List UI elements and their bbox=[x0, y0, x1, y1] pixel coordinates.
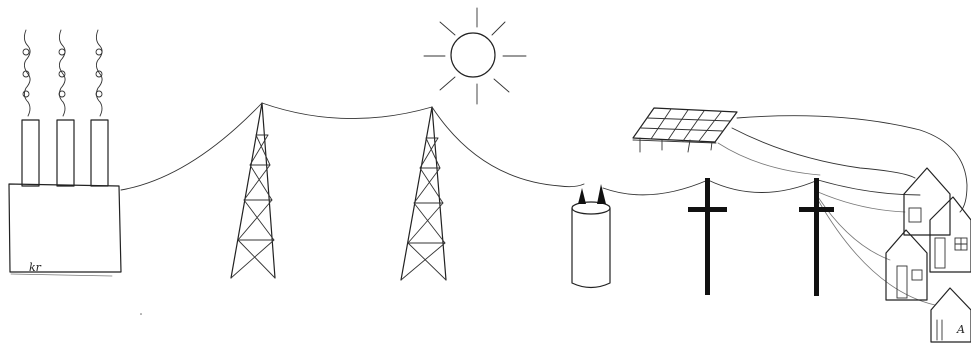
house-left bbox=[885, 229, 928, 301]
sun-icon bbox=[423, 7, 527, 105]
smokestack-middle bbox=[56, 119, 75, 187]
power-lines bbox=[120, 102, 936, 306]
power-plant: kr bbox=[8, 119, 122, 277]
solar-feed-lines bbox=[717, 115, 968, 213]
transformer-bushing-left bbox=[578, 188, 586, 204]
smokestack-left bbox=[21, 119, 40, 187]
transmission-tower-right bbox=[400, 106, 447, 281]
house-back bbox=[903, 167, 951, 236]
stray-mark bbox=[140, 313, 142, 315]
house-right bbox=[929, 196, 971, 273]
factory-building bbox=[8, 183, 122, 273]
utility-pole-left bbox=[688, 178, 727, 295]
smoke-curls bbox=[22, 29, 103, 117]
ground-line bbox=[10, 273, 113, 277]
factory-mark-label: kr bbox=[29, 261, 42, 274]
smokestack-right bbox=[90, 119, 109, 187]
house-mark-label: A bbox=[956, 323, 965, 336]
solar-panel bbox=[632, 107, 738, 153]
transformer bbox=[571, 184, 611, 289]
transformer-bushing-right bbox=[597, 184, 606, 204]
house-front: A bbox=[930, 287, 971, 343]
transmission-tower-left bbox=[230, 102, 276, 279]
utility-pole-right bbox=[799, 178, 834, 296]
